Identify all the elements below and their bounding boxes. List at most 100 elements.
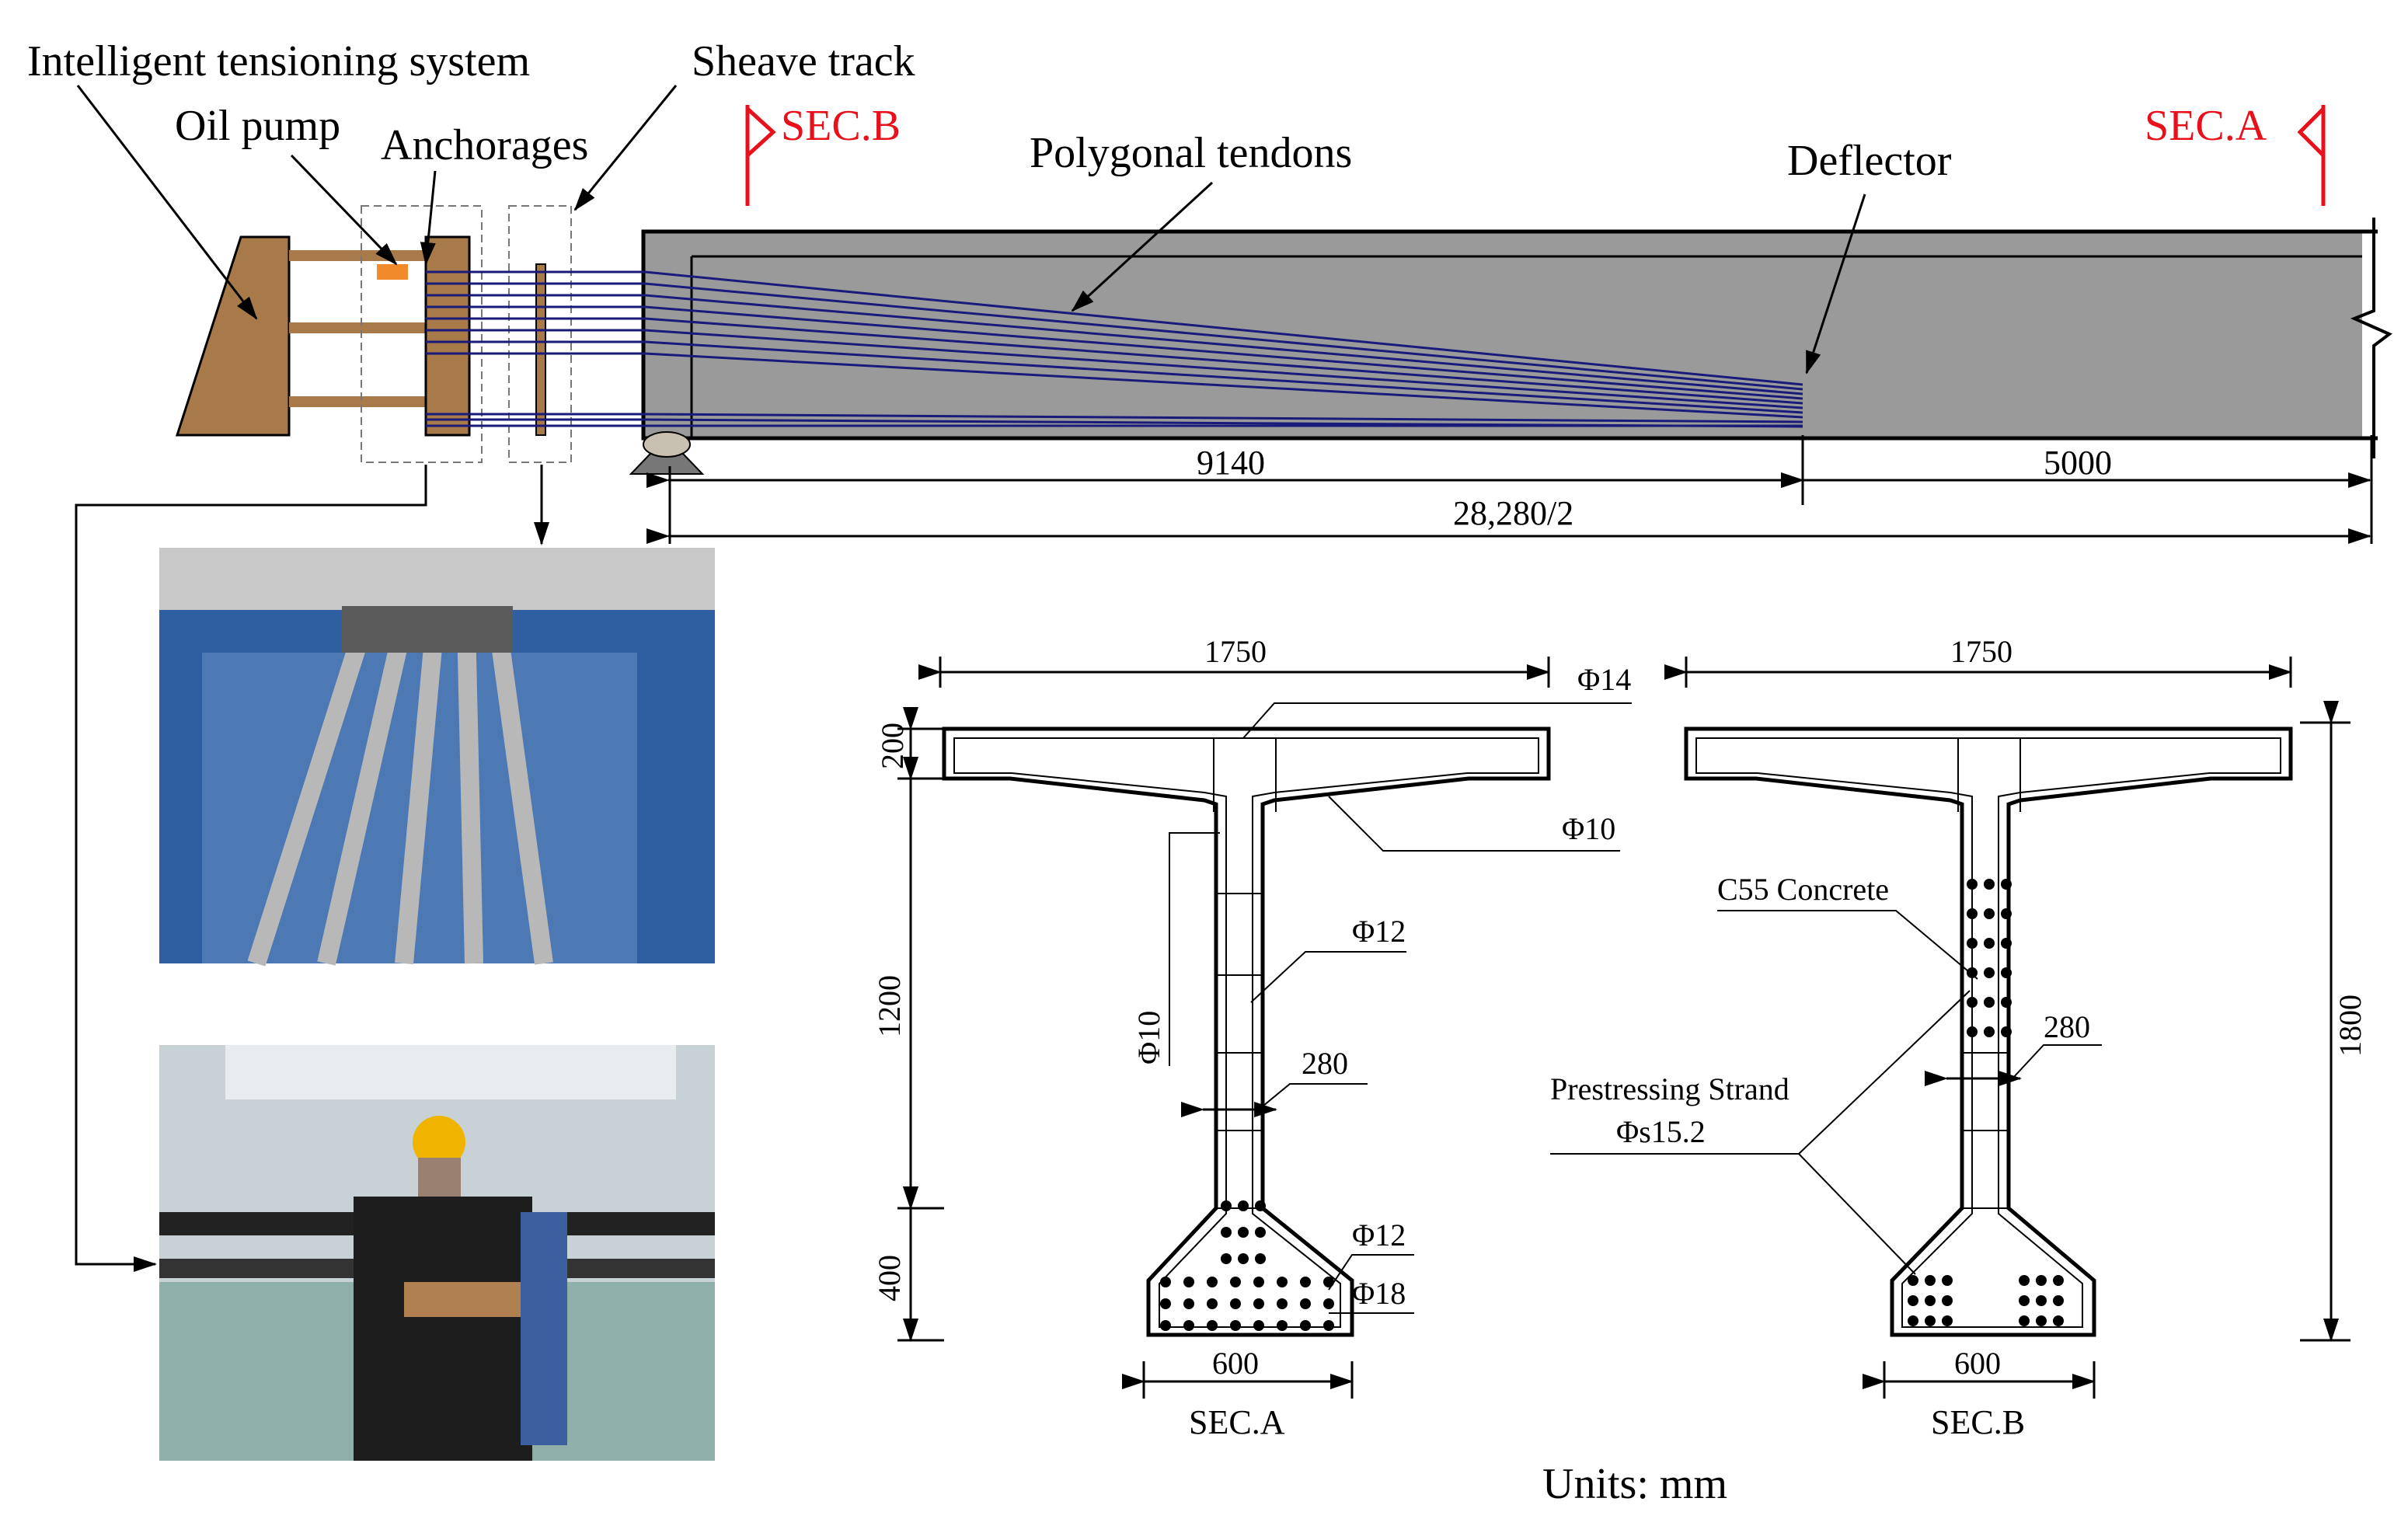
strand-dot [1967, 1026, 1978, 1037]
strand-dot [1925, 1315, 1936, 1326]
tie-rod-mid [289, 322, 429, 333]
dim-deflector-offset: 9140 [1197, 444, 1265, 482]
strand-dot [2019, 1275, 2030, 1286]
section-b [1684, 726, 2293, 1337]
strand-dot [2019, 1315, 2030, 1326]
strand-dot [2001, 967, 2012, 978]
sec-a-marker [2297, 105, 2326, 206]
label-oil-pump: Oil pump [175, 102, 340, 150]
leader-lines [75, 85, 1866, 1272]
units-label: Units: mm [1542, 1460, 1727, 1508]
label-sheave-track: Sheave track [692, 37, 915, 85]
strand-dot [2001, 879, 2012, 890]
dim-half-span: 28,280/2 [1453, 494, 1573, 532]
strand-dot [1253, 1320, 1264, 1331]
section-b-dimensions [1550, 657, 2351, 1399]
strand-dot [1207, 1277, 1218, 1287]
polygonal-tendons [426, 270, 1803, 428]
strand-dot [2036, 1275, 2047, 1286]
strand-dot [1984, 1026, 1995, 1037]
strand-dot [1277, 1298, 1288, 1309]
strand-dot [1942, 1295, 1953, 1306]
strand-dot [1323, 1298, 1334, 1309]
label-sec-b-marker: SEC.B [781, 102, 901, 150]
label-sec-a-marker: SEC.A [2145, 102, 2267, 150]
anchor-plate [424, 235, 471, 437]
strand-dot [1984, 908, 1995, 919]
tendon-line [426, 329, 1803, 409]
tendon-line [426, 294, 1803, 395]
strand-dot [1221, 1227, 1232, 1238]
section-b-strands [1908, 879, 2064, 1326]
secA-rebar-flange: Φ10 [1562, 811, 1615, 846]
strand-dot [1323, 1320, 1334, 1331]
tie-rod-top [289, 250, 429, 261]
strand-dot [1925, 1275, 1936, 1286]
beam-elevation [641, 229, 2382, 441]
strand-dot [1967, 938, 1978, 949]
strand-dot [2053, 1295, 2064, 1306]
tendon-line [426, 413, 1803, 423]
secB-concrete-label: C55 Concrete [1717, 872, 1889, 907]
strand-dot [2001, 938, 2012, 949]
secA-rebar-top: Φ14 [1577, 662, 1631, 697]
secA-rebar-bottom-2: Φ18 [1352, 1276, 1406, 1311]
strand-dot [1238, 1227, 1249, 1238]
strand-dot [1967, 997, 1978, 1008]
strand-dot [1255, 1227, 1266, 1238]
tendon-line [426, 282, 1803, 391]
strand-dot [1253, 1298, 1264, 1309]
strand-dot [1300, 1277, 1311, 1287]
strand-dot [1160, 1298, 1171, 1309]
tendon-line [426, 305, 1803, 400]
strand-dot [1183, 1277, 1194, 1287]
dim-end-segment: 5000 [2044, 444, 2112, 482]
oil-pump-icon [377, 264, 408, 280]
strand-dot [1253, 1277, 1264, 1287]
strand-dot [2036, 1295, 2047, 1306]
strand-dot [1183, 1298, 1194, 1309]
photo-sheave-track [159, 548, 715, 967]
strand-dot [1183, 1320, 1194, 1331]
label-intelligent-tensioning-system: Intelligent tensioning system [27, 37, 530, 85]
section-a [942, 726, 1551, 1337]
strand-dot [1238, 1253, 1249, 1264]
tendon-line [426, 270, 1803, 386]
strand-dot [1221, 1200, 1232, 1211]
secA-caption: SEC.A [1189, 1403, 1285, 1441]
label-deflector: Deflector [1787, 137, 1952, 185]
tendon-line [426, 317, 1803, 405]
sheave-track [535, 263, 546, 436]
tendon-line [426, 340, 1803, 414]
strand-dot [1984, 967, 1995, 978]
tie-rod-bottom [289, 396, 429, 407]
strand-dot [1160, 1320, 1171, 1331]
strand-dot [1967, 879, 1978, 890]
strand-dot [1323, 1277, 1334, 1287]
secB-web-width: 280 [2044, 1009, 2090, 1044]
strand-dot [2053, 1275, 2064, 1286]
strand-dot [1967, 967, 1978, 978]
strand-dot [1908, 1315, 1918, 1326]
strand-dot [1942, 1315, 1953, 1326]
strand-dot [1300, 1298, 1311, 1309]
secB-caption: SEC.B [1931, 1403, 2025, 1441]
secA-rebar-bottom-1: Φ12 [1352, 1218, 1406, 1252]
strand-dot [1255, 1253, 1266, 1264]
break-line [2350, 218, 2392, 458]
strand-dot [1925, 1295, 1936, 1306]
strand-dot [1160, 1277, 1171, 1287]
strand-dot [2053, 1315, 2064, 1326]
photo-tensioning-operator [159, 1045, 715, 1461]
secA-rebar-web-right: Φ12 [1352, 914, 1406, 949]
secA-web-depth: 1200 [872, 975, 907, 1037]
elevation-dimensions [646, 435, 2373, 544]
strand-dot [1300, 1320, 1311, 1331]
strand-dot [2036, 1315, 2047, 1326]
strand-dot [1255, 1200, 1266, 1211]
strand-dot [1967, 908, 1978, 919]
strand-dot [1221, 1253, 1232, 1264]
secB-bottom-width: 600 [1954, 1346, 2001, 1381]
